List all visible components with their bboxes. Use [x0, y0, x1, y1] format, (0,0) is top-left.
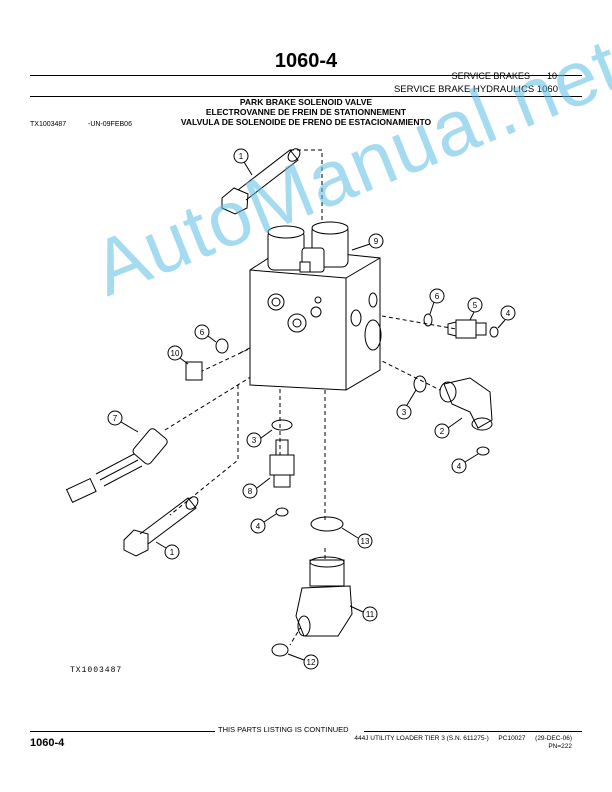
plug-10 [185, 361, 203, 381]
footer-rule-left [30, 731, 215, 732]
section-title: SERVICE BRAKES [451, 71, 530, 81]
callout-2 [434, 423, 450, 439]
callout-9 [368, 233, 384, 249]
callout-5 [467, 297, 483, 313]
callout-number: 3 [252, 436, 257, 445]
fitting-5 [447, 319, 487, 339]
callout-number: 4 [256, 522, 261, 531]
page-number-top: 1060-4 [274, 50, 338, 72]
callout-number: 11 [366, 610, 375, 619]
callout-number: 4 [506, 309, 511, 318]
callout-number: 1 [170, 548, 175, 557]
o-ring-6a [423, 313, 433, 327]
o-ring-4a [489, 326, 499, 338]
footer-page-number: 1060-4 [30, 737, 65, 749]
bolt-bottom [123, 496, 199, 557]
callout-10 [167, 345, 183, 361]
callout-3-right [396, 404, 412, 420]
callout-3-left [246, 432, 262, 448]
title-block: PARK BRAKE SOLENOID VALVE ELECTROVANNE D… [0, 97, 612, 127]
callout-6-right [429, 288, 445, 304]
section-header: SERVICE BRAKES 10 [452, 71, 557, 81]
callout-number: 6 [200, 328, 205, 337]
callout-number: 5 [473, 301, 478, 310]
callout-6-left [194, 324, 210, 340]
callout-number: 6 [435, 292, 440, 301]
callout-13 [357, 533, 373, 549]
figure-bottom-label: TX1003487 [70, 666, 123, 675]
figure-date-code: -UN-09FEB06 [88, 121, 132, 128]
callout-number: 10 [171, 349, 180, 358]
callout-4-left [250, 518, 266, 534]
callout-number: 2 [440, 427, 445, 436]
footer-product: 444J UTILITY LOADER TIER 3 (S.N. 611275-… [354, 735, 489, 742]
header-rule [30, 75, 582, 76]
callout-number: 3 [402, 408, 407, 417]
header-rule-2 [30, 96, 582, 97]
callout-8 [242, 483, 258, 499]
o-ring-4c [275, 507, 289, 517]
continued-notice: THIS PARTS LISTING IS CONTINUED [218, 725, 349, 734]
callout-number: 12 [307, 658, 316, 667]
o-ring-6b [215, 338, 229, 354]
callout-number: 9 [374, 237, 379, 246]
o-ring-13 [310, 516, 344, 532]
callout-4-right [500, 305, 516, 321]
sensor-7 [65, 428, 168, 503]
elbow-fitting-11 [295, 556, 353, 637]
title-french: ELECTROVANNE DE FREIN DE STATIONNEMENT [205, 107, 407, 117]
callout-1-bottom [164, 544, 180, 560]
callout-number: 13 [361, 537, 370, 546]
callout-number: 7 [113, 414, 118, 423]
fitting-8 [269, 419, 295, 488]
callout-number: 8 [248, 487, 253, 496]
callout-4-bottomright [451, 458, 467, 474]
group-title: SERVICE BRAKE HYDRAULICS 1060 [393, 84, 558, 95]
callout-1-top [233, 148, 249, 164]
footer-pn: PN=222 [548, 743, 572, 750]
footer-date: (29-DEC-06) [535, 735, 572, 742]
footer-product-line: 444J UTILITY LOADER TIER 3 (S.N. 611275-… [354, 735, 572, 742]
elbow-fitting-2 [439, 377, 493, 431]
footer-rule-right [364, 731, 582, 732]
title-spanish: VALVULA DE SOLENOIDE DE FRENO DE ESTACIO… [180, 117, 432, 127]
o-ring-4b [476, 446, 490, 456]
figure-id: TX1003487 [30, 121, 67, 128]
title-english: PARK BRAKE SOLENOID VALVE [239, 97, 373, 107]
valve-body [249, 221, 382, 391]
callout-7 [107, 410, 123, 426]
section-number: 10 [546, 71, 557, 81]
footer-catalog: PC10027 [498, 735, 526, 742]
callout-number: 1 [239, 152, 244, 161]
o-ring-3a [413, 375, 427, 393]
callout-12 [303, 654, 319, 670]
leader-line [290, 149, 323, 250]
callout-11 [362, 606, 378, 622]
bolt-top [221, 148, 301, 215]
callout-number: 4 [457, 462, 462, 471]
o-ring-12 [271, 643, 289, 657]
